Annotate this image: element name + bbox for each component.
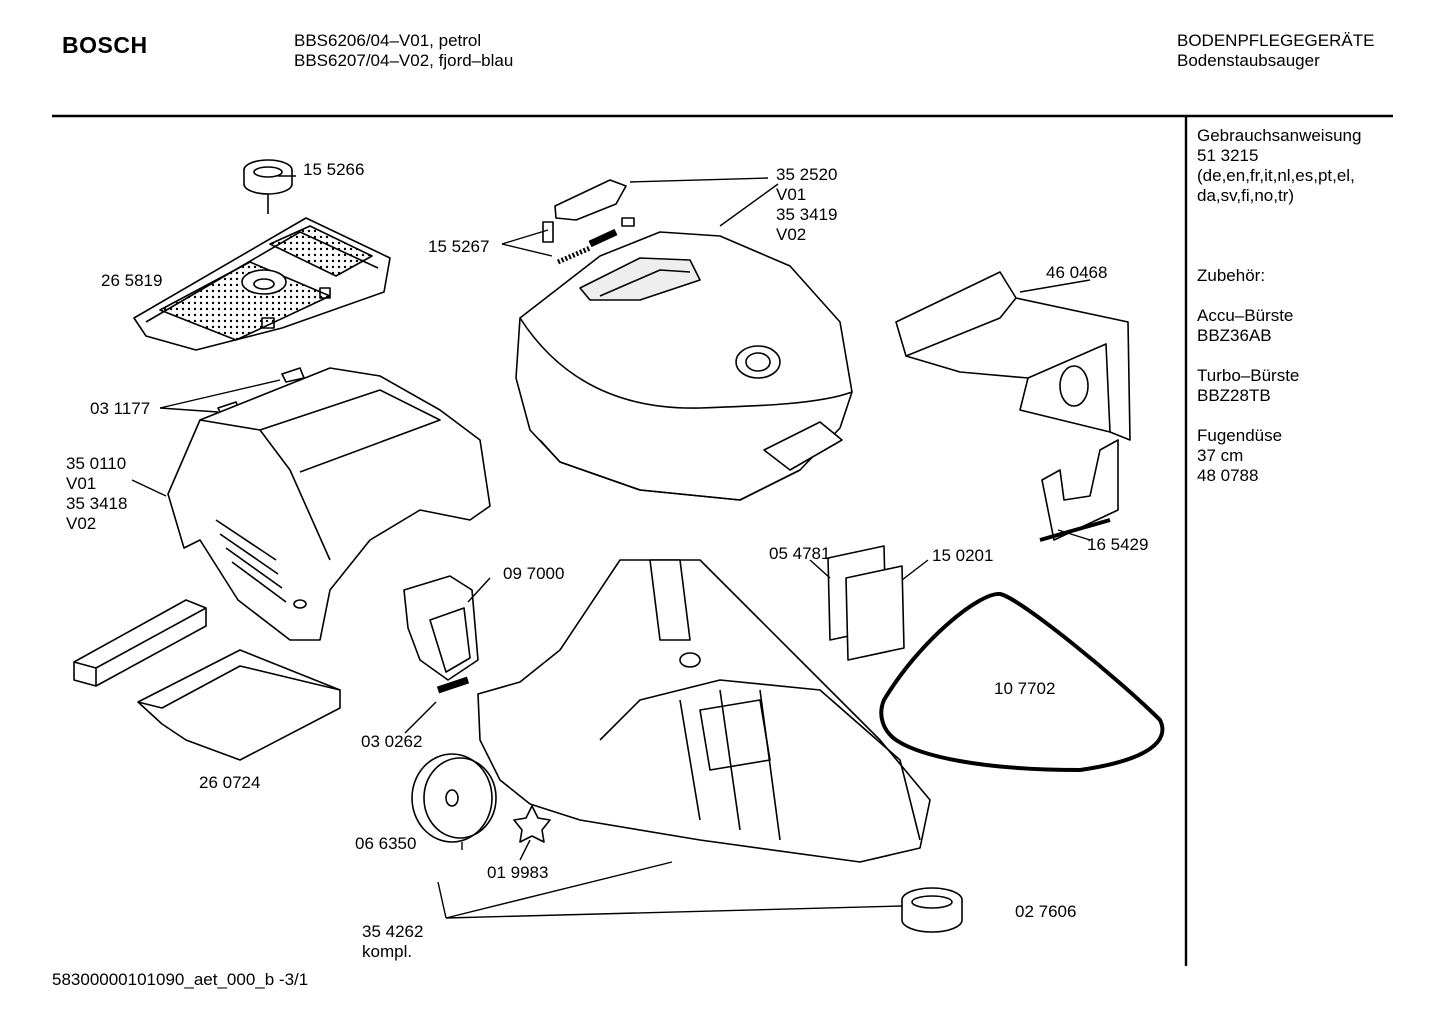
part-label-066350: 06 6350 [355,834,417,853]
side-line [1197,346,1361,366]
part-label-350110: 35 0110 V01 35 3418 V02 [66,454,128,533]
part-label-354262: 35 4262 kompl. [362,922,424,961]
part-bag-holder-165429 [1039,439,1119,542]
part-pin-030262 [436,676,470,694]
leader-lines [131,175,1091,919]
side-line: BBZ28TB [1197,386,1271,405]
side-line [1197,226,1361,246]
side-line [1197,206,1361,226]
side-line: Accu–Bürste [1197,306,1294,325]
part-foam-block [73,599,207,687]
part-label-107702: 10 7702 [994,679,1056,698]
brand-logo: BOSCH [62,32,148,58]
part-label-155266: 15 5266 [303,160,365,179]
model-line: BBS6207/04–V02, fjord–blau [294,51,514,70]
category-block: BODENPFLEGEGERÄTE Bodenstaubsauger [1177,31,1374,71]
side-line: Turbo–Bürste [1197,366,1300,385]
part-label-027606: 02 7606 [1015,902,1077,921]
model-line: BBS6206/04–V01, petrol [294,31,482,50]
part-label-097000: 09 7000 [503,564,565,583]
part-label-054781: 05 4781 [769,544,831,563]
side-line [1197,286,1361,306]
side-line [1197,246,1361,266]
side-line: Zubehör: [1197,266,1266,285]
part-lid-352520 [515,231,853,501]
side-line: Gebrauchsanweisung [1197,126,1362,145]
part-label-352520: 35 2520 V01 35 3419 V02 [776,165,838,244]
model-list: BBS6206/04–V01, petrol BBS6207/04–V02, f… [294,31,513,71]
part-knob-155266 [243,159,293,214]
part-plate-260724 [137,649,341,761]
document-id: 58300000101090_aet_000_b -3/1 [52,970,309,989]
side-line: 51 3215 [1197,146,1259,165]
side-line: 37 cm [1197,446,1244,465]
part-star-019983 [513,805,551,843]
part-wheel-066350 [411,753,497,843]
category-title: BODENPFLEGEGERÄTE [1177,31,1375,50]
part-label-460468: 46 0468 [1046,263,1108,282]
side-line: 48 0788 [1197,466,1259,485]
part-label-165429: 16 5429 [1087,535,1149,554]
part-dust-bag-460468 [895,271,1131,441]
side-line [1197,406,1361,426]
part-base-354262 [477,559,931,863]
side-line: (de,en,fr,it,nl,es,pt,el, [1197,166,1355,185]
part-cup-027606 [901,887,963,933]
part-nozzle-097000 [403,575,479,681]
subcategory-title: Bodenstaubsauger [1177,51,1320,70]
part-label-019983: 01 9983 [487,863,549,882]
part-label-031177: 03 1177 [90,399,151,418]
side-line: da,sv,fi,no,tr) [1197,186,1294,205]
side-line: BBZ36AB [1197,326,1272,345]
part-label-265819: 26 5819 [101,271,163,290]
part-label-155267: 15 5267 [428,237,490,256]
part-gasket-107702 [879,592,1165,772]
part-label-260724: 26 0724 [199,773,261,792]
side-panel-notes: Gebrauchsanweisung 51 3215 (de,en,fr,it,… [1197,126,1361,486]
part-label-030262: 03 0262 [361,732,423,751]
part-filter-cover-265819 [133,217,391,351]
part-label-150201: 15 0201 [932,546,994,565]
side-line: Fugendüse [1197,426,1283,445]
part-housing-350110 [167,367,491,641]
part-filters-054781-150201 [827,545,905,661]
